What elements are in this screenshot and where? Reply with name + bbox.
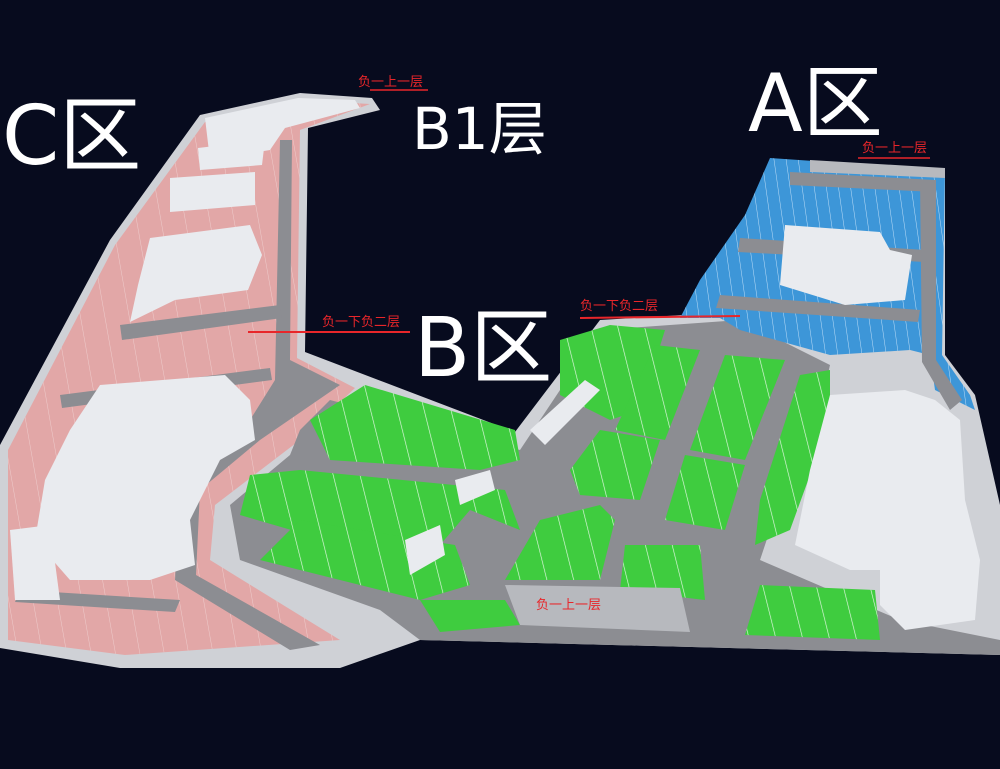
zone-label-a: A区: [748, 57, 883, 150]
zone-label-c: C区: [2, 89, 142, 184]
zone-a-road: [716, 295, 920, 322]
zone-c-road: [120, 305, 282, 340]
zone-c-road: [175, 140, 340, 650]
ramp-label-c-top: 负一上一层: [358, 75, 424, 90]
ramp-b-bottom: [505, 585, 690, 632]
ramp-label-c-middle: 负一下负二层: [322, 315, 401, 330]
zone-b-stall-blocks: [240, 325, 880, 640]
ramp-a-top: [810, 160, 945, 178]
zone-a-road: [790, 172, 935, 192]
ramp-label-b-a-middle: 负一下负二层: [580, 299, 659, 314]
ramp-leader-b-a-middle: [579, 315, 741, 319]
zone-a-road: [920, 180, 962, 410]
ramp-label-a-top: 负一上一层: [862, 141, 928, 156]
level-label: B1层: [412, 95, 547, 163]
building-blocks: [10, 98, 980, 630]
ramp-label-b-bottom: 负一上一层: [536, 598, 602, 613]
zone-label-b: B区: [414, 301, 553, 396]
